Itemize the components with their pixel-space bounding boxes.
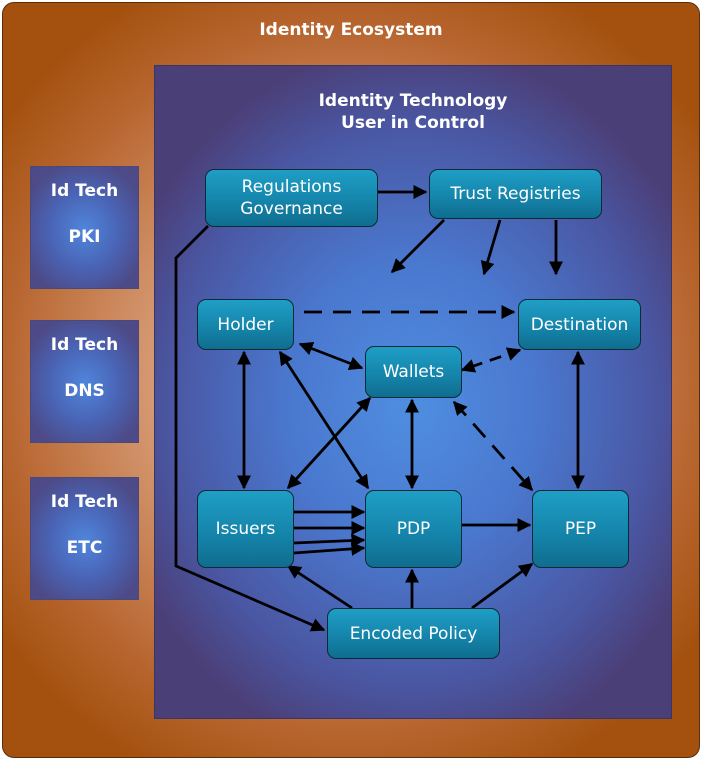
- technology-title-line1: Identity Technology: [318, 91, 508, 111]
- node-destination: Destination: [518, 299, 641, 350]
- node-trust-registries: Trust Registries: [429, 169, 602, 219]
- edge-wallets-pep: [452, 400, 534, 492]
- edge-regulations-policy: [174, 225, 326, 632]
- side-box-pki-value: PKI: [68, 227, 101, 247]
- edge-policy-issuers: [286, 564, 353, 610]
- edge-issuers-pdp-3: [293, 533, 366, 548]
- edge-wallets-issuers: [286, 396, 372, 490]
- side-box-etc-label: Id Tech: [50, 492, 119, 512]
- ecosystem-title: Identity Ecosystem: [259, 20, 443, 40]
- node-holder: Holder: [197, 299, 294, 350]
- node-regulations-line2: Governance: [240, 199, 343, 219]
- side-box-etc: Id Tech ETC: [30, 477, 139, 600]
- side-box-dns-label: Id Tech: [50, 335, 119, 355]
- edge-holder-wallets: [298, 342, 364, 370]
- side-box-etc-value: ETC: [66, 538, 103, 558]
- node-regulations-line1: Regulations: [241, 177, 342, 197]
- side-box-dns: Id Tech DNS: [30, 320, 139, 443]
- edge-issuers-pdp-4: [293, 541, 366, 556]
- side-box-dns-value: DNS: [64, 381, 105, 401]
- node-wallets: Wallets: [365, 346, 462, 398]
- node-pep: PEP: [532, 490, 629, 568]
- edge-holder-pdp: [278, 350, 370, 490]
- technology-title-line2: User in Control: [341, 113, 485, 133]
- side-box-pki: Id Tech PKI: [30, 166, 139, 289]
- node-pdp: PDP: [365, 490, 462, 568]
- side-box-pki-label: Id Tech: [50, 181, 119, 201]
- edge-policy-pep: [471, 562, 534, 610]
- edge-trust-down-1: [391, 219, 445, 273]
- node-encoded-policy: Encoded Policy: [327, 608, 500, 659]
- node-issuers: Issuers: [197, 490, 294, 568]
- edge-destination-wallets: [460, 347, 522, 373]
- edge-trust-down-2: [480, 219, 502, 276]
- node-regulations-governance: Regulations Governance: [205, 169, 378, 227]
